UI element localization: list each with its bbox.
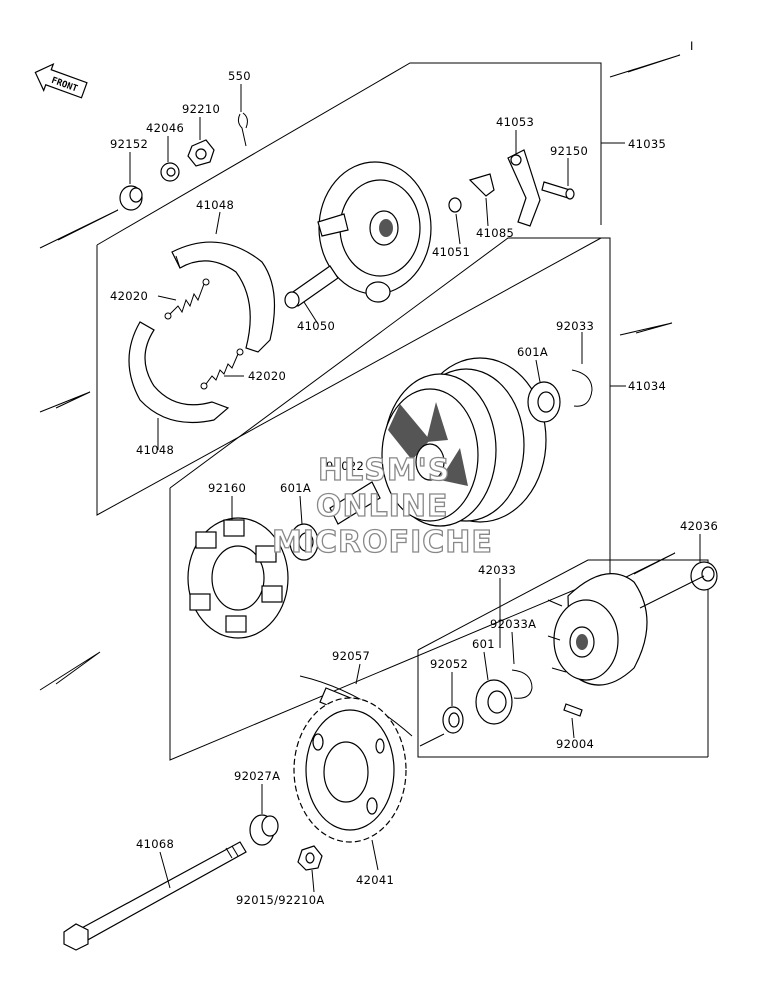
label-92033A: 92033A: [490, 617, 536, 631]
label-41034: 41034: [628, 379, 666, 393]
part-92210-nut[interactable]: [187, 139, 215, 167]
label-42046: 42046: [146, 121, 184, 135]
part-92160-damper[interactable]: [187, 517, 289, 639]
part-41053-lever[interactable]: [507, 149, 541, 227]
part-41050-cam[interactable]: [284, 265, 339, 309]
part-601A-bearing-left[interactable]: [289, 523, 319, 561]
perspective-slivers: [39, 54, 681, 691]
label-92160: 92160: [208, 481, 246, 495]
label-41050: 41050: [297, 319, 335, 333]
part-92033A-circlip[interactable]: [511, 669, 533, 699]
part-42041-sprocket[interactable]: [293, 697, 407, 843]
label-601A-left: 601A: [280, 481, 311, 495]
part-92052-oil-seal[interactable]: [442, 706, 464, 734]
page-mark: I: [690, 39, 694, 53]
label-550: 550: [228, 69, 251, 83]
label-42036: 42036: [680, 519, 718, 533]
label-41035: 41035: [628, 137, 666, 151]
part-92015-nut[interactable]: [297, 845, 323, 871]
label-42033: 42033: [478, 563, 516, 577]
part-42033-coupling[interactable]: [553, 573, 705, 686]
part-92027A-collar[interactable]: [249, 814, 279, 846]
label-92027A: 92027A: [234, 769, 280, 783]
watermark-line-1: HLSM'S: [318, 453, 450, 488]
part-41048-brake-shoe-lower[interactable]: [128, 321, 230, 423]
label-92033: 92033: [556, 319, 594, 333]
label-601: 601: [472, 637, 495, 651]
label-92015-92210A: 92015/92210A: [236, 893, 325, 907]
part-601-bearing[interactable]: [475, 679, 513, 725]
part-601A-bearing-right[interactable]: [527, 381, 561, 423]
watermark-line-2: ONLINE: [316, 489, 449, 524]
part-42020-spring-upper[interactable]: [164, 278, 210, 320]
label-92210: 92210: [182, 102, 220, 116]
part-92022-spacer[interactable]: [329, 481, 381, 525]
part-550-cotter-pin[interactable]: [237, 112, 248, 147]
part-41034-hub[interactable]: [381, 357, 547, 527]
label-41068: 41068: [136, 837, 174, 851]
label-41085: 41085: [476, 226, 514, 240]
part-41068-axle[interactable]: [63, 841, 247, 951]
part-brake-panel[interactable]: [317, 161, 432, 303]
part-41085-indicator[interactable]: [468, 173, 495, 197]
part-92150-bolt[interactable]: [541, 181, 575, 200]
part-92004-stud[interactable]: [547, 599, 583, 717]
label-92152: 92152: [110, 137, 148, 151]
label-92057: 92057: [332, 649, 370, 663]
label-601A-right: 601A: [517, 345, 548, 359]
group-box-hub: [169, 237, 626, 761]
leader-lines: [129, 84, 701, 893]
label-42020-top: 42020: [110, 289, 148, 303]
watermark-line-3: MICROFICHE: [272, 525, 493, 560]
watermark: HLSM'S ONLINE MICROFICHE: [271, 452, 493, 560]
label-92150: 92150: [550, 144, 588, 158]
label-41048-bottom: 41048: [136, 443, 174, 457]
label-92052: 92052: [430, 657, 468, 671]
part-92152-collar[interactable]: [119, 185, 143, 211]
part-41051-washer[interactable]: [448, 197, 462, 213]
label-92022: 92022: [326, 459, 364, 473]
front-arrow-icon: FRONT: [34, 62, 88, 99]
group-box-sprocket-hub: [417, 559, 709, 758]
group-box-brake-panel: [96, 62, 625, 516]
label-92004: 92004: [556, 737, 594, 751]
label-42020-bottom: 42020: [248, 369, 286, 383]
part-92033-circlip[interactable]: [571, 369, 593, 407]
part-42046-washer[interactable]: [160, 162, 180, 182]
label-42041: 42041: [356, 873, 394, 887]
label-41051: 41051: [432, 245, 470, 259]
part-41048-brake-shoe-upper[interactable]: [171, 241, 276, 353]
label-41053: 41053: [496, 115, 534, 129]
part-42020-spring-lower[interactable]: [200, 348, 244, 390]
label-41048-top: 41048: [196, 198, 234, 212]
